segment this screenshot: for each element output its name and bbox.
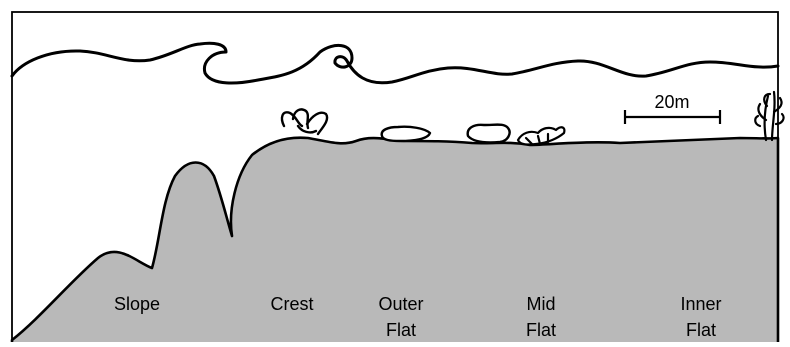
boulder-icon (382, 127, 430, 141)
zone-label-inner-flat-line2: Flat (686, 320, 716, 340)
zone-label-mid-flat-line2: Flat (526, 320, 556, 340)
zone-label-outer-flat-line1: Outer (378, 294, 423, 314)
scale-bar: 20m (625, 92, 720, 124)
breaking-wave-icon (12, 43, 778, 83)
zone-label-inner-flat-line1: Inner (680, 294, 721, 314)
zone-label-outer-flat-line2: Flat (386, 320, 416, 340)
zone-label-slope: Slope (114, 294, 160, 314)
seagrass-icon (755, 92, 783, 140)
table-coral-icon (518, 127, 564, 144)
boulder-icon (468, 125, 510, 143)
zone-label-mid-flat-line1: Mid (526, 294, 555, 314)
scale-bar-label: 20m (654, 92, 689, 112)
zone-label-crest: Crest (270, 294, 313, 314)
branching-coral-icon (282, 109, 327, 134)
